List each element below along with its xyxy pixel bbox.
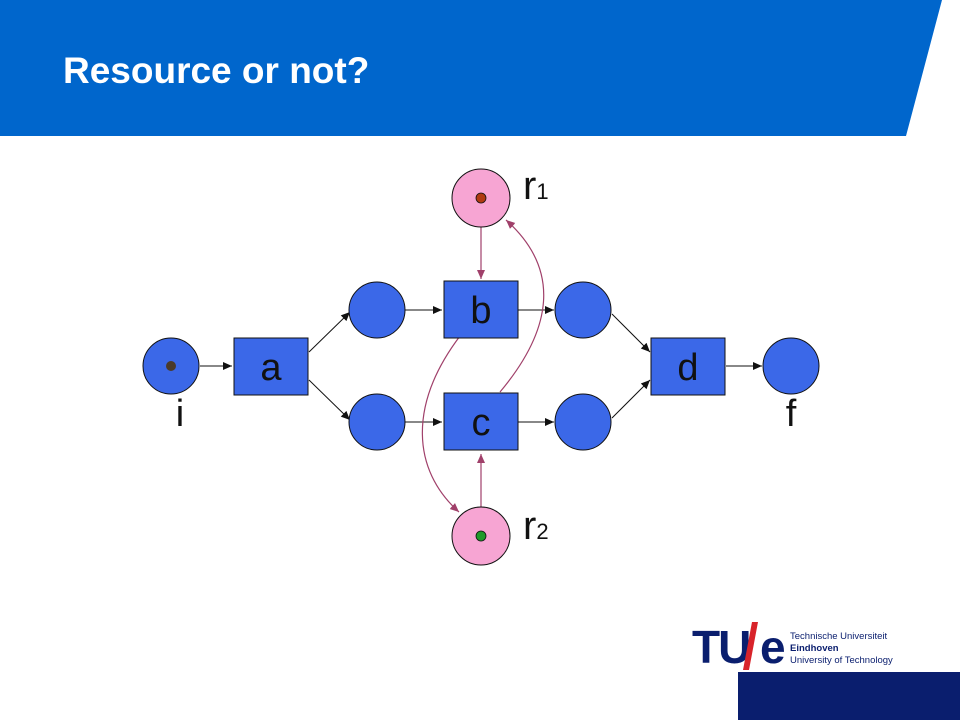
logo-line-1: Technische Universiteit [790,631,888,642]
place-p2 [348,393,406,451]
token-i [166,361,176,371]
slide-header: Resource or not? [0,0,960,136]
transition-d [650,337,726,396]
tue-logo: TU e Technische Universiteit Eindhoven U… [690,621,920,676]
place-p3 [554,281,612,339]
token-r2 [475,530,487,542]
arc-b-to-r2 [421,335,461,513]
place-p4 [554,393,612,451]
transition-d-label: d [677,347,698,389]
place-r2-label: r2 [523,504,549,548]
place-i-label: i [176,393,184,435]
place-f [762,337,820,395]
logo-line-2: Eindhoven [790,643,839,654]
place-r1-label-base: r [523,164,536,208]
transition-a [233,337,309,396]
place-f-label: f [786,393,797,435]
header-band [0,0,942,136]
header-background [0,0,942,136]
slide-title: Resource or not? [63,50,370,91]
place-p1 [348,281,406,339]
logo-line-3: University of Technology [790,655,893,666]
arc-a-to-p2 [308,379,351,421]
arc-a-to-p1 [308,311,351,353]
logo-e-text: e [760,621,786,673]
arc-p4-to-d [611,379,651,419]
place-r1-label: r1 [523,164,549,208]
transition-a-label: a [260,347,282,389]
footer-bar [738,672,960,720]
arc-p3-to-d [611,313,651,353]
logo-tu-text: TU [692,621,751,673]
place-r2-label-base: r [523,504,536,548]
arc-c-to-r1 [499,219,545,393]
logo-slash-icon [743,622,758,670]
logo-wordmark: Technische Universiteit Eindhoven Univer… [790,631,893,667]
transition-c [443,392,519,451]
place-r1-label-sub: 1 [536,179,548,204]
token-r1 [475,192,487,204]
transition-b-label: b [470,290,491,332]
transition-c-label: c [472,402,491,444]
transition-b [443,280,519,339]
place-r2-label-sub: 2 [536,519,548,544]
